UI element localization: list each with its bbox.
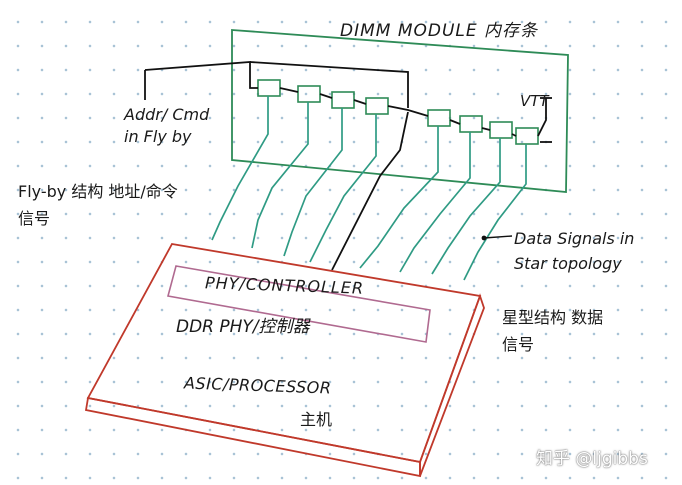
dimm-module-label: DIMM MODULE 内存条: [340, 21, 539, 41]
dram-chip: [459, 115, 483, 133]
ddr-phy-label: DDR PHY/控制器: [176, 317, 310, 337]
addr-cmd-label: Addr/ Cmd in Fly by: [124, 105, 210, 146]
dram-chips: [257, 79, 539, 145]
dram-chip: [515, 127, 539, 145]
pointer-dot: [481, 235, 487, 241]
data-signals-pointer: [483, 235, 513, 239]
star-structure-label: 星型结构 数据信号: [502, 308, 604, 354]
vtt-label: VTT: [520, 92, 549, 110]
dimm-module-board: [231, 29, 569, 193]
dram-chip: [489, 121, 513, 139]
phy-controller-block: [167, 265, 431, 343]
data-signal-lines: [211, 96, 527, 281]
host-label: 主机: [300, 410, 333, 429]
flyby-structure-label: Fly-by 结构 地址/命令信号: [18, 182, 178, 228]
dram-chip: [331, 91, 355, 109]
dram-chip: [427, 109, 451, 127]
asic-package: [84, 243, 485, 478]
watermark: 知乎 @ljgibbs: [536, 449, 648, 469]
data-signals-label: Data Signals in Star topology: [514, 229, 635, 273]
fly-by-addr-bus: [144, 61, 552, 271]
dram-chip: [365, 97, 389, 115]
dram-chip: [297, 85, 321, 103]
dram-chip: [257, 79, 281, 97]
